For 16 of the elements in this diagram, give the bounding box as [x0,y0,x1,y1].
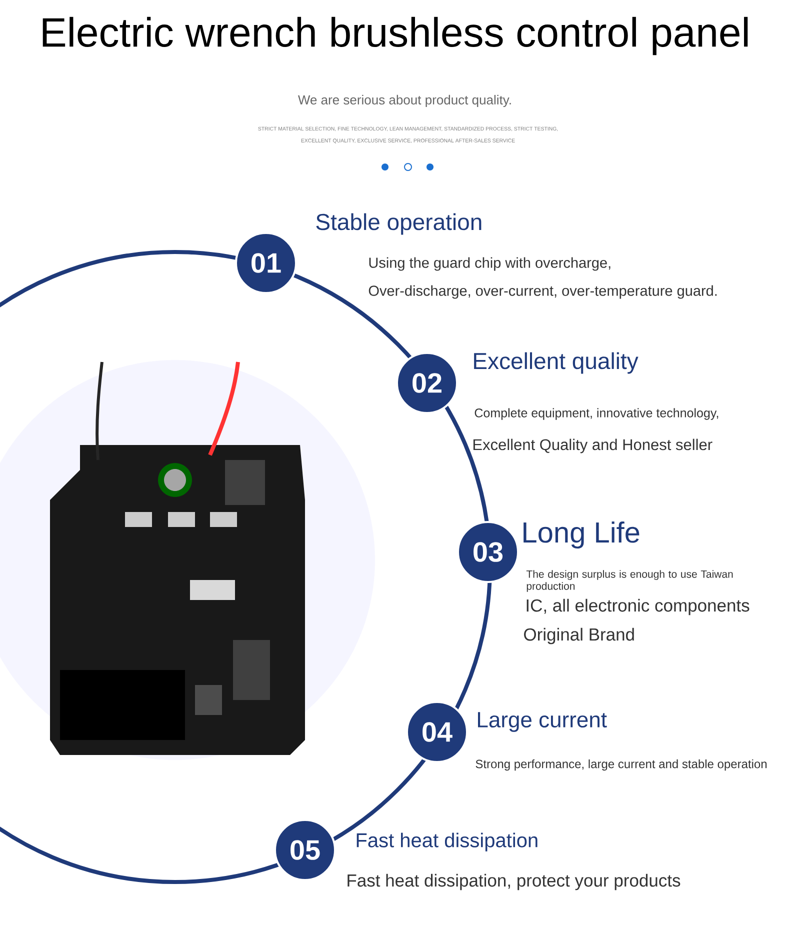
feature-text: Fast heat dissipation, protect your products [348,874,680,890]
feature-text: Strong performance, large current and stable operation [476,759,767,771]
feature-heading: Stable operation [316,213,482,235]
feature-heading: Excellent quality [474,352,638,374]
feature-text: IC, all electronic components [526,598,750,616]
feature-text: Using the guard chip with overcharge, [369,257,610,271]
feature-text: Original Brand [524,628,634,644]
feature-text: The design surplus is enough to use Taiwan production [526,570,733,592]
feature-text: Over-discharge, over-current, over-temperature guard. [368,285,717,299]
feature-heading: Fast heat dissipation [356,832,538,852]
feature-text: Complete equipment, innovative technology, [474,408,718,420]
feature-text: Excellent Quality and Honest seller [473,438,712,454]
feature-heading: Long Life [524,521,640,549]
feature-heading: Large current [478,712,607,732]
title: Electric wrench brushless control panel [42,16,748,56]
subtitle: We are serious about product quality. [298,94,511,108]
